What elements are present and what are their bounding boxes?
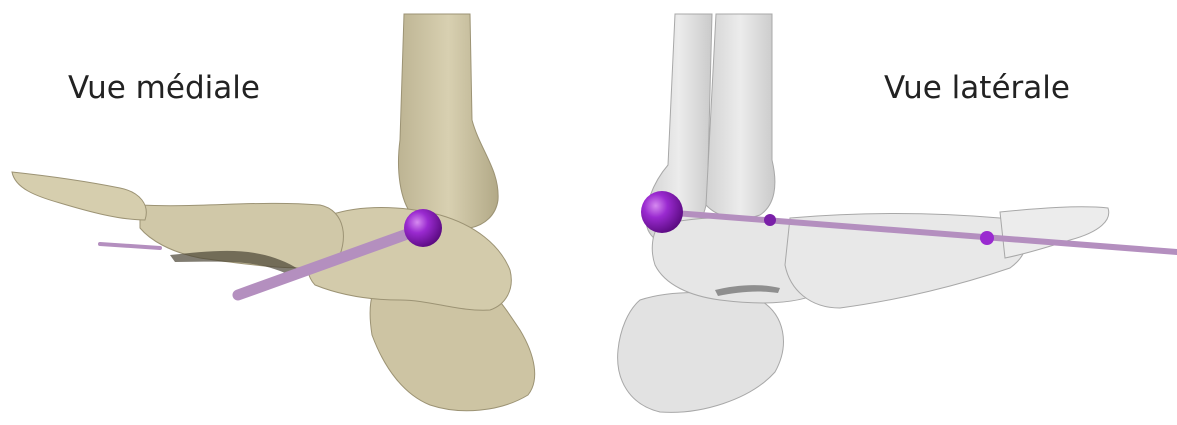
lateral-joint-marker xyxy=(641,191,683,233)
lateral-foot xyxy=(618,14,1177,412)
medial-foot xyxy=(12,14,535,411)
lateral-tibia xyxy=(706,14,775,218)
medial-axis-rod-tail xyxy=(100,244,160,248)
lateral-toes xyxy=(1000,207,1109,258)
medial-joint-marker xyxy=(404,209,442,247)
medial-tibia xyxy=(399,14,499,228)
medial-toes xyxy=(12,172,146,220)
lateral-metatarsals xyxy=(785,214,1026,309)
lateral-calcaneus xyxy=(618,293,784,413)
lateral-small-marker xyxy=(764,214,776,226)
lateral-small-marker xyxy=(980,231,994,245)
